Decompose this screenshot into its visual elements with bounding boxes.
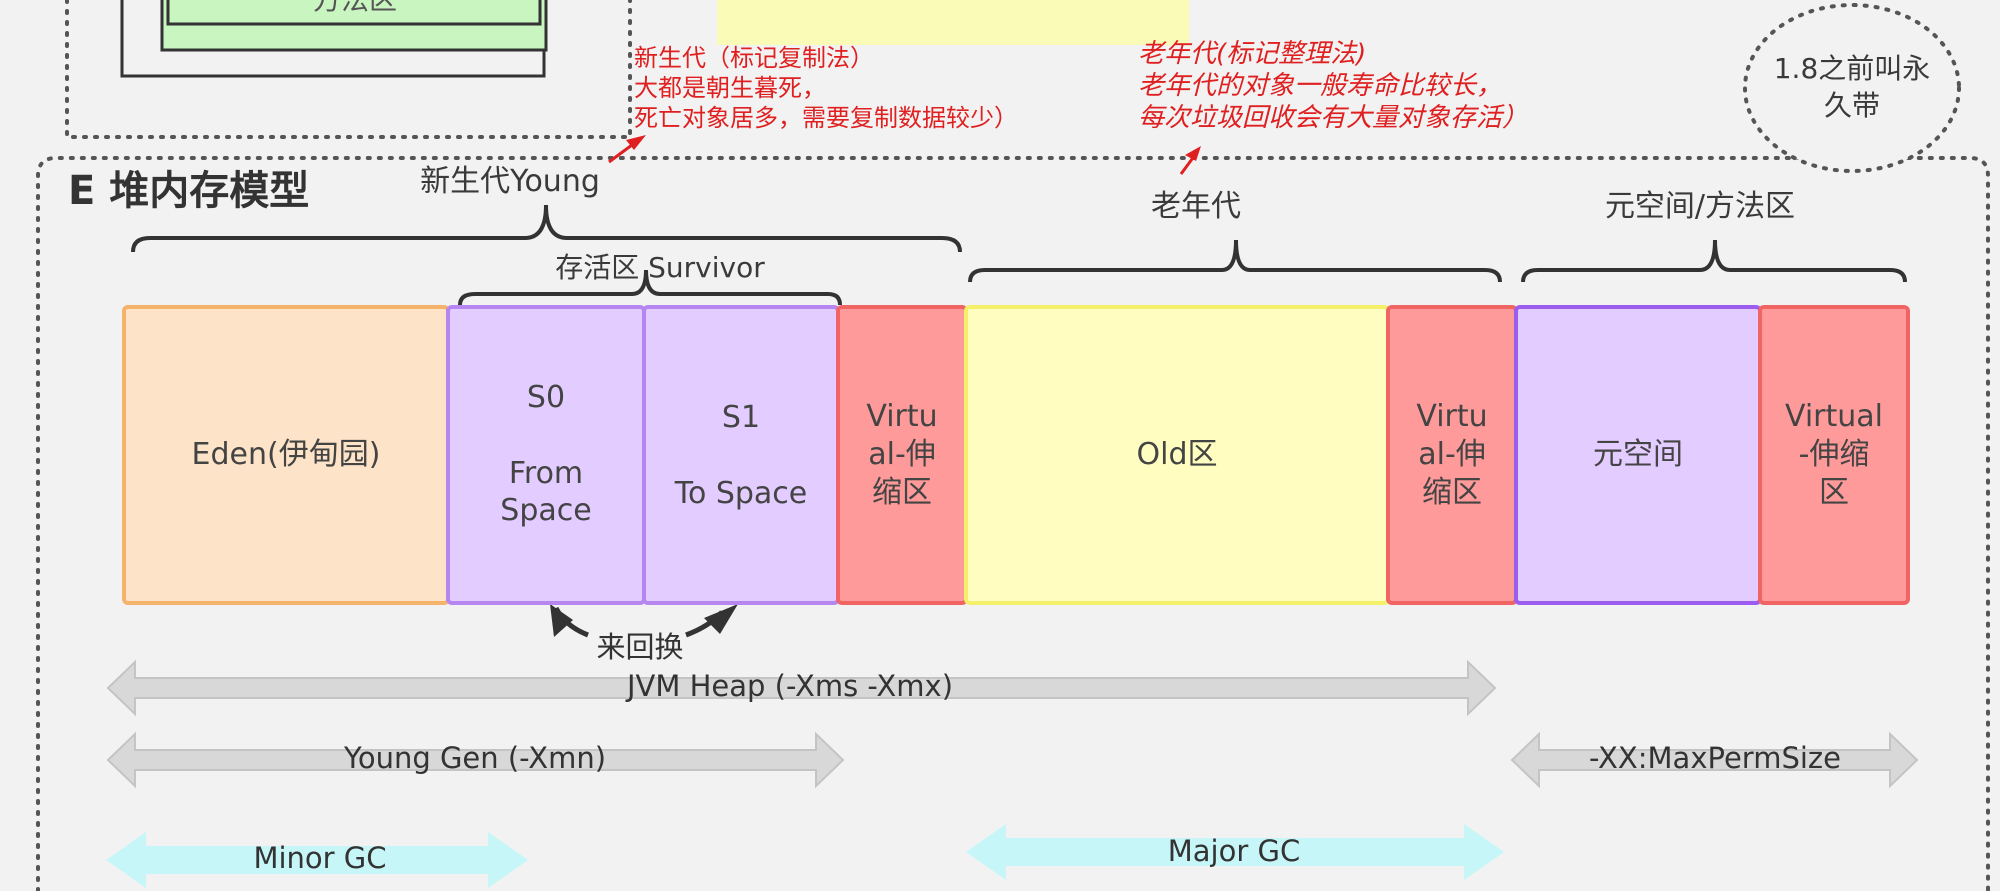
eden-label: Eden(伊甸园) [191, 437, 381, 473]
metaspace-label: 元空间 [1593, 437, 1683, 473]
virtual-young-block: Virtu al-伸 缩区 [836, 305, 968, 605]
major-gc-label: Major GC [1167, 834, 1301, 868]
virtual-label: 区 [1819, 475, 1849, 510]
survivor-label: 存活区 Survivor [555, 251, 765, 284]
virtual-label: Virtu [1416, 399, 1488, 434]
virtual-label: -伸缩 [1798, 437, 1870, 472]
virtual-label: al-伸 [868, 437, 936, 472]
note-line: 新生代（标记复制法） [634, 44, 874, 72]
virtual-label: 缩区 [872, 475, 932, 510]
young-gen-note: 新生代（标记复制法） 大都是朝生暮死， 死亡对象居多，需要复制数据较少） [634, 43, 1018, 133]
s1-label: S1 [721, 400, 761, 435]
eden-block: Eden(伊甸园) [122, 305, 450, 605]
section-title: E 堆内存模型 [68, 168, 310, 214]
s0-label: S0 [526, 380, 566, 415]
virtual-meta-block: Virtual -伸缩 区 [1758, 305, 1910, 605]
method-area-top-label: 方法区 [250, 0, 460, 18]
old-gen-note: 老年代(标记整理法) 老年代的对象一般寿命比较长， 每次垃圾回收会有大量对象存活… [1138, 38, 1528, 134]
virtual-label: 缩区 [1422, 475, 1482, 510]
note-line: 1.8之前叫永 [1773, 52, 1931, 85]
old-gen-label: 老年代 [1151, 189, 1241, 224]
old-label: Old区 [1136, 437, 1218, 473]
note-line: 每次垃圾回收会有大量对象存活） [1138, 103, 1529, 133]
note-line: 死亡对象居多，需要复制数据较少） [634, 104, 1018, 132]
max-perm-size-label: -XX:MaxPermSize [1589, 741, 1841, 775]
note-line: 久带 [1823, 89, 1880, 122]
minor-gc-label: Minor GC [253, 841, 387, 875]
old-block: Old区 [964, 305, 1390, 605]
swap-label: 来回换 [596, 630, 684, 664]
note-line: 大都是朝生暮死， [634, 74, 826, 102]
note-line: 老年代(标记整理法) [1138, 39, 1367, 69]
virtual-label: Virtu [866, 399, 938, 434]
metaspace-block: 元空间 [1514, 305, 1762, 605]
metaspace-area-label: 元空间/方法区 [1604, 189, 1796, 224]
young-gen-label: 新生代Young [420, 164, 600, 199]
s0-block: S0 From Space [446, 305, 646, 605]
permgen-note: 1.8之前叫永 久带 [1752, 50, 1952, 124]
virtual-label: al-伸 [1418, 437, 1486, 472]
jvm-heap-label: JVM Heap (-Xms -Xmx) [626, 669, 954, 703]
note-line: 老年代的对象一般寿命比较长， [1138, 71, 1503, 101]
s0-space-label: Space [500, 493, 592, 528]
virtual-old-block: Virtu al-伸 缩区 [1386, 305, 1518, 605]
young-gen-range-label: Young Gen (-Xmn) [343, 741, 607, 775]
s0-from-label: From [508, 455, 584, 491]
s1-to-space-label: To Space [674, 475, 808, 511]
virtual-label: Virtual [1784, 399, 1884, 434]
s1-block: S1 To Space [642, 305, 840, 605]
